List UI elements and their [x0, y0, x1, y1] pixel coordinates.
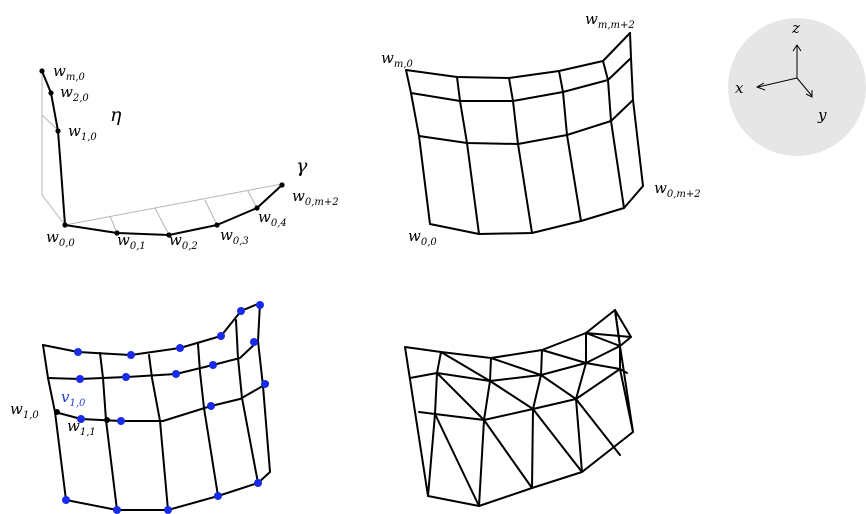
panel-quad-mesh: wm,m+2 wm,0 w0,m+2 w0,0	[381, 10, 701, 248]
label-c-w-10: w1,0	[10, 400, 39, 421]
curve-points	[39, 68, 285, 238]
label-w-00: w0,0	[46, 228, 75, 249]
axis-label-y: y	[817, 106, 827, 124]
axes-background-circle	[728, 18, 866, 156]
panel-boundary-curves: wm,0 w2,0 w1,0 η γ w0,m+2 w0,4 w0,3 w0,2…	[39, 62, 339, 252]
label-c-w-11: w1,1	[67, 417, 96, 438]
label-w-02: w0,2	[169, 231, 198, 252]
axis-label-x: x	[735, 79, 744, 97]
label-w-03: w0,3	[220, 226, 249, 247]
label-b-w-0m2: w0,m+2	[654, 179, 701, 200]
label-w-20: w2,0	[60, 83, 89, 104]
quad-mesh-lines	[405, 32, 644, 235]
blue-points	[54, 301, 269, 514]
gamma-curve	[64, 184, 283, 236]
axes-orientation-icon: z x y	[728, 18, 866, 156]
label-w-01: w0,1	[117, 231, 146, 252]
panel-triangle-mesh	[404, 309, 634, 507]
construction-lines	[41, 68, 283, 236]
label-w-10: w1,0	[68, 122, 97, 143]
label-w-m0: wm,0	[53, 62, 86, 83]
label-w-mm2: wm,m+2	[585, 10, 635, 31]
label-b-w-m0: wm,0	[381, 49, 414, 70]
panel-mesh-with-points: w1,0 v1,0 w1,1	[10, 301, 271, 514]
label-gamma: γ	[296, 155, 308, 177]
label-b-w-00: w0,0	[408, 227, 437, 248]
label-eta: η	[110, 104, 122, 126]
label-w-0m2: w0,m+2	[292, 187, 339, 208]
triangle-mesh-lines	[404, 309, 634, 507]
label-w-04: w0,4	[258, 208, 287, 229]
label-c-v-10: v1,0	[61, 388, 86, 409]
axis-label-z: z	[791, 19, 800, 37]
